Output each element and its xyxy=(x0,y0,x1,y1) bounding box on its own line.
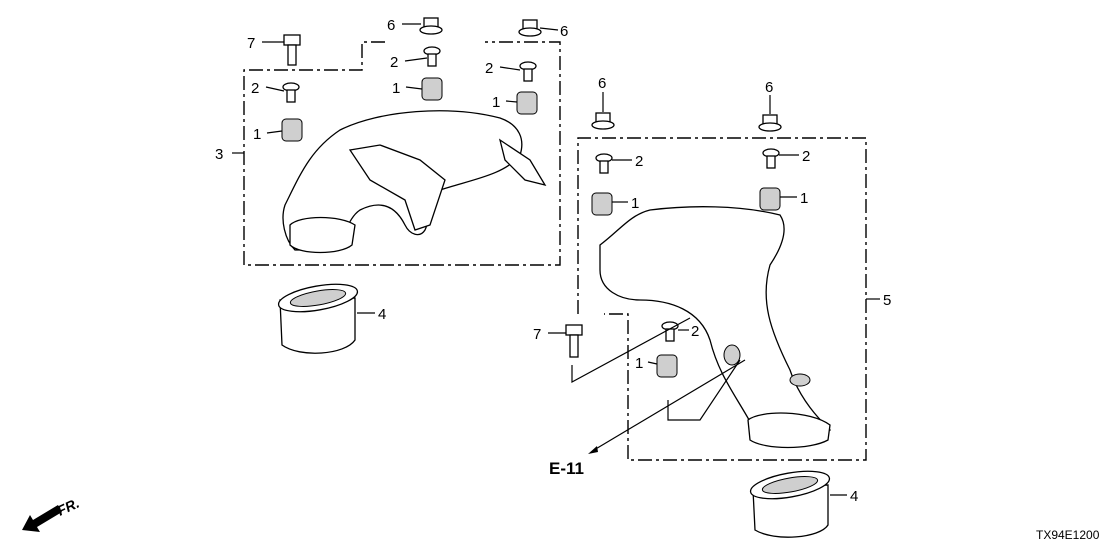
leader-lines xyxy=(262,23,847,496)
seal-ring-right xyxy=(749,470,831,538)
assembly-5-boundary xyxy=(577,137,867,461)
callout-1: 1 xyxy=(392,80,400,97)
reference-e11: E-11 xyxy=(549,459,584,478)
callout-1: 1 xyxy=(800,190,808,207)
callout-2: 2 xyxy=(635,153,643,170)
callout-1: 1 xyxy=(253,126,261,143)
callout-2: 2 xyxy=(691,323,699,340)
front-direction-arrow: FR. xyxy=(22,495,82,532)
callout-1: 1 xyxy=(631,195,639,212)
seal-ring-left xyxy=(277,283,359,354)
rubber-collar xyxy=(281,77,781,378)
callout-4: 4 xyxy=(850,488,858,505)
flange-nut xyxy=(419,17,782,132)
air-duct-left xyxy=(282,110,547,254)
callout-4: 4 xyxy=(378,306,386,323)
callout-6: 6 xyxy=(387,17,395,34)
callout-6: 6 xyxy=(560,23,568,40)
callout-1: 1 xyxy=(492,94,500,111)
callout-2: 2 xyxy=(390,54,398,71)
callout-7: 7 xyxy=(247,35,255,52)
callout-6: 6 xyxy=(598,75,606,92)
callout-7: 7 xyxy=(533,326,541,343)
bolt xyxy=(283,34,583,358)
diagram-code: TX94E1200 xyxy=(1036,528,1100,542)
callout-3: 3 xyxy=(215,146,223,163)
callout-6: 6 xyxy=(765,79,773,96)
callout-5: 5 xyxy=(883,292,891,309)
front-label: FR. xyxy=(55,495,82,519)
callout-2: 2 xyxy=(251,80,259,97)
callout-2: 2 xyxy=(485,60,493,77)
air-duct-right xyxy=(599,206,832,449)
callout-2: 2 xyxy=(802,148,810,165)
assembly-3-boundary xyxy=(243,41,561,266)
callout-1: 1 xyxy=(635,355,643,372)
